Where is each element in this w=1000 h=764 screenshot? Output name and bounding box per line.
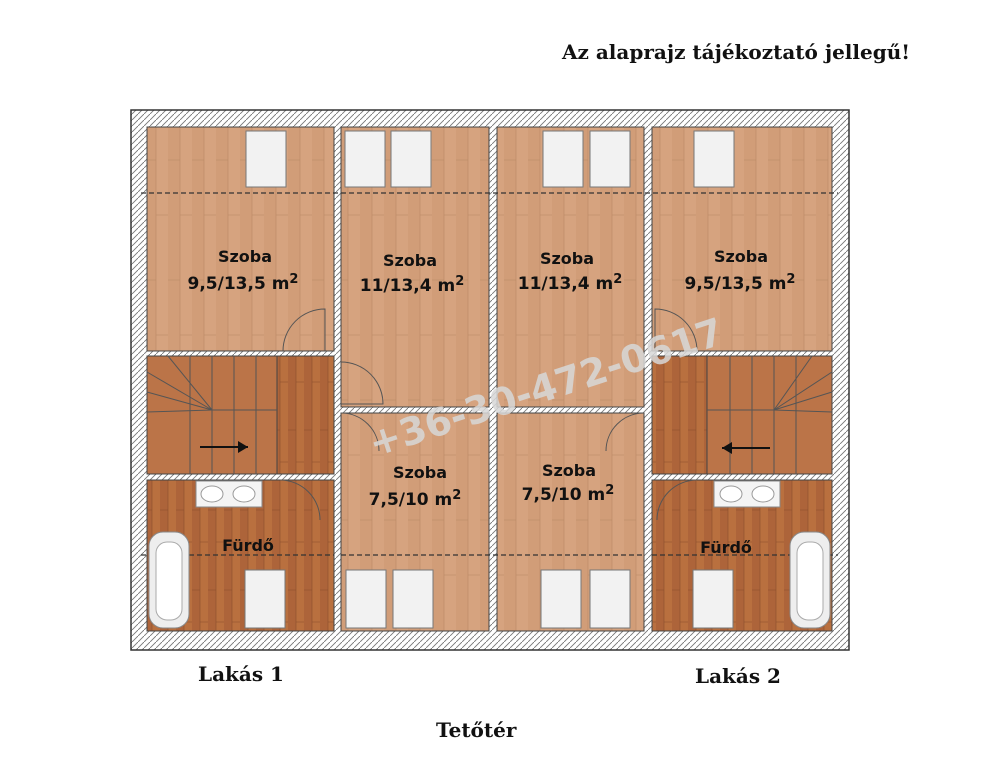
room-area: 11/13,4 m2	[360, 274, 465, 296]
room-name: Szoba	[542, 461, 596, 480]
room-labels: Szoba 9,5/13,5 m2 Szoba 11/13,4 m2 Szoba…	[188, 247, 796, 557]
room-name: Fürdő	[222, 536, 274, 555]
room-name: Szoba	[218, 247, 272, 266]
room-name: Szoba	[540, 249, 594, 268]
room-name: Szoba	[383, 251, 437, 270]
room-area: 9,5/13,5 m2	[685, 272, 796, 294]
room-floor	[651, 126, 833, 352]
staircase-left	[146, 355, 335, 475]
room-floor	[146, 126, 335, 352]
disclaimer-text: Az alaprajz tájékoztató jellegű!	[562, 40, 911, 64]
room-name: Szoba	[393, 463, 447, 482]
unit-label-1: Lakás 1	[198, 662, 284, 686]
room-name: Szoba	[714, 247, 768, 266]
room-name: Fürdő	[700, 538, 752, 557]
room-area: 11/13,4 m2	[518, 272, 623, 294]
bathroom-fixtures	[148, 480, 831, 629]
room-area: 9,5/13,5 m2	[188, 272, 299, 294]
unit-label-2: Lakás 2	[695, 664, 781, 688]
door-swings	[279, 308, 698, 521]
room-area: 7,5/10 m2	[369, 488, 462, 510]
room-area: 7,5/10 m2	[522, 483, 615, 505]
staircase-right	[651, 355, 833, 475]
roof-windows	[244, 130, 735, 629]
floor-label: Tetőtér	[436, 718, 517, 742]
